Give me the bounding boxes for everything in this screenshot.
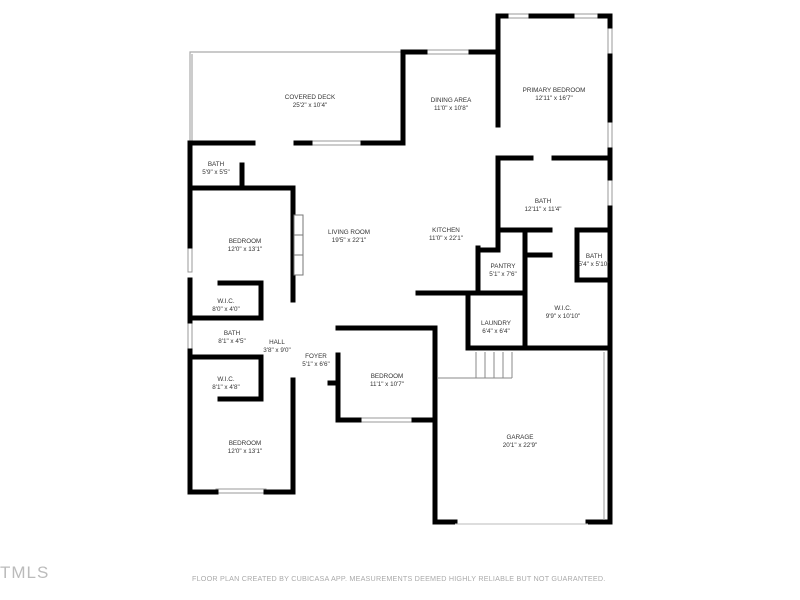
svg-text:8'1" x 4'8": 8'1" x 4'8" bbox=[212, 384, 240, 391]
mls-watermark: TMLS bbox=[0, 563, 50, 582]
svg-text:9'9" x 10'10": 9'9" x 10'10" bbox=[546, 313, 581, 320]
svg-text:LIVING ROOM: LIVING ROOM bbox=[328, 229, 370, 236]
walls bbox=[187, 13, 613, 525]
svg-text:HALL: HALL bbox=[269, 339, 285, 346]
room-label-wic-primary: W.I.C.9'9" x 10'10" bbox=[546, 305, 581, 320]
svg-text:12'0" x 13'1": 12'0" x 13'1" bbox=[228, 448, 263, 455]
room-label-wic-lower-left: W.I.C.8'1" x 4'8" bbox=[212, 376, 240, 391]
fireplace bbox=[293, 214, 304, 276]
svg-text:11'1" x 10'7": 11'1" x 10'7" bbox=[370, 381, 404, 388]
svg-text:6'4" x 6'4": 6'4" x 6'4" bbox=[482, 328, 510, 335]
svg-text:W.I.C.: W.I.C. bbox=[217, 376, 234, 383]
svg-text:8'1" x 4'5": 8'1" x 4'5" bbox=[218, 338, 246, 345]
svg-text:BEDROOM: BEDROOM bbox=[229, 238, 262, 245]
svg-text:BATH: BATH bbox=[208, 161, 225, 168]
svg-text:20'1" x 22'9": 20'1" x 22'9" bbox=[503, 442, 538, 449]
svg-text:5'1" x 6'6": 5'1" x 6'6" bbox=[302, 361, 330, 368]
svg-text:DINING AREA: DINING AREA bbox=[431, 97, 472, 104]
svg-text:BATH: BATH bbox=[586, 253, 603, 260]
svg-text:5'9" x 5'5": 5'9" x 5'5" bbox=[202, 169, 230, 176]
disclaimer-text: FLOOR PLAN CREATED BY CUBICASA APP. MEAS… bbox=[192, 574, 606, 583]
svg-text:19'5" x 22'1": 19'5" x 22'1" bbox=[332, 237, 367, 244]
svg-text:BEDROOM: BEDROOM bbox=[371, 373, 404, 380]
svg-text:BATH: BATH bbox=[224, 330, 241, 337]
svg-text:GARAGE: GARAGE bbox=[507, 434, 534, 441]
svg-text:W.I.C.: W.I.C. bbox=[217, 298, 234, 305]
svg-text:KITCHEN: KITCHEN bbox=[432, 227, 460, 234]
svg-text:BATH: BATH bbox=[535, 198, 552, 205]
stairs bbox=[438, 352, 513, 379]
svg-text:5'1" x 7'6": 5'1" x 7'6" bbox=[489, 271, 517, 278]
covered-deck-outline bbox=[189, 51, 403, 143]
svg-text:COVERED DECK: COVERED DECK bbox=[285, 94, 336, 101]
svg-text:LAUNDRY: LAUNDRY bbox=[481, 320, 512, 327]
garage-door-line bbox=[455, 352, 605, 525]
svg-text:12'11" x 11'4": 12'11" x 11'4" bbox=[524, 206, 561, 213]
room-label-wic-upper-left: W.I.C.8'0" x 4'0" bbox=[212, 298, 240, 313]
svg-text:12'0" x 13'1": 12'0" x 13'1" bbox=[228, 246, 263, 253]
svg-text:8'0" x 4'0": 8'0" x 4'0" bbox=[212, 306, 240, 313]
svg-text:3'8" x 9'0": 3'8" x 9'0" bbox=[263, 347, 291, 354]
svg-text:PANTRY: PANTRY bbox=[491, 263, 517, 270]
svg-text:FOYER: FOYER bbox=[305, 353, 327, 360]
svg-text:PRIMARY BEDROOM: PRIMARY BEDROOM bbox=[523, 87, 586, 94]
svg-text:BEDROOM: BEDROOM bbox=[229, 440, 262, 447]
svg-text:W.I.C.: W.I.C. bbox=[554, 305, 571, 312]
svg-text:12'11" x 16'7": 12'11" x 16'7" bbox=[535, 95, 573, 102]
svg-text:11'0" x 10'8": 11'0" x 10'8" bbox=[434, 105, 468, 112]
svg-text:25'2" x 10'4": 25'2" x 10'4" bbox=[293, 102, 328, 109]
svg-text:11'0" x 22'1": 11'0" x 22'1" bbox=[429, 235, 463, 242]
svg-text:5'4" x 5'10": 5'4" x 5'10" bbox=[578, 261, 609, 268]
